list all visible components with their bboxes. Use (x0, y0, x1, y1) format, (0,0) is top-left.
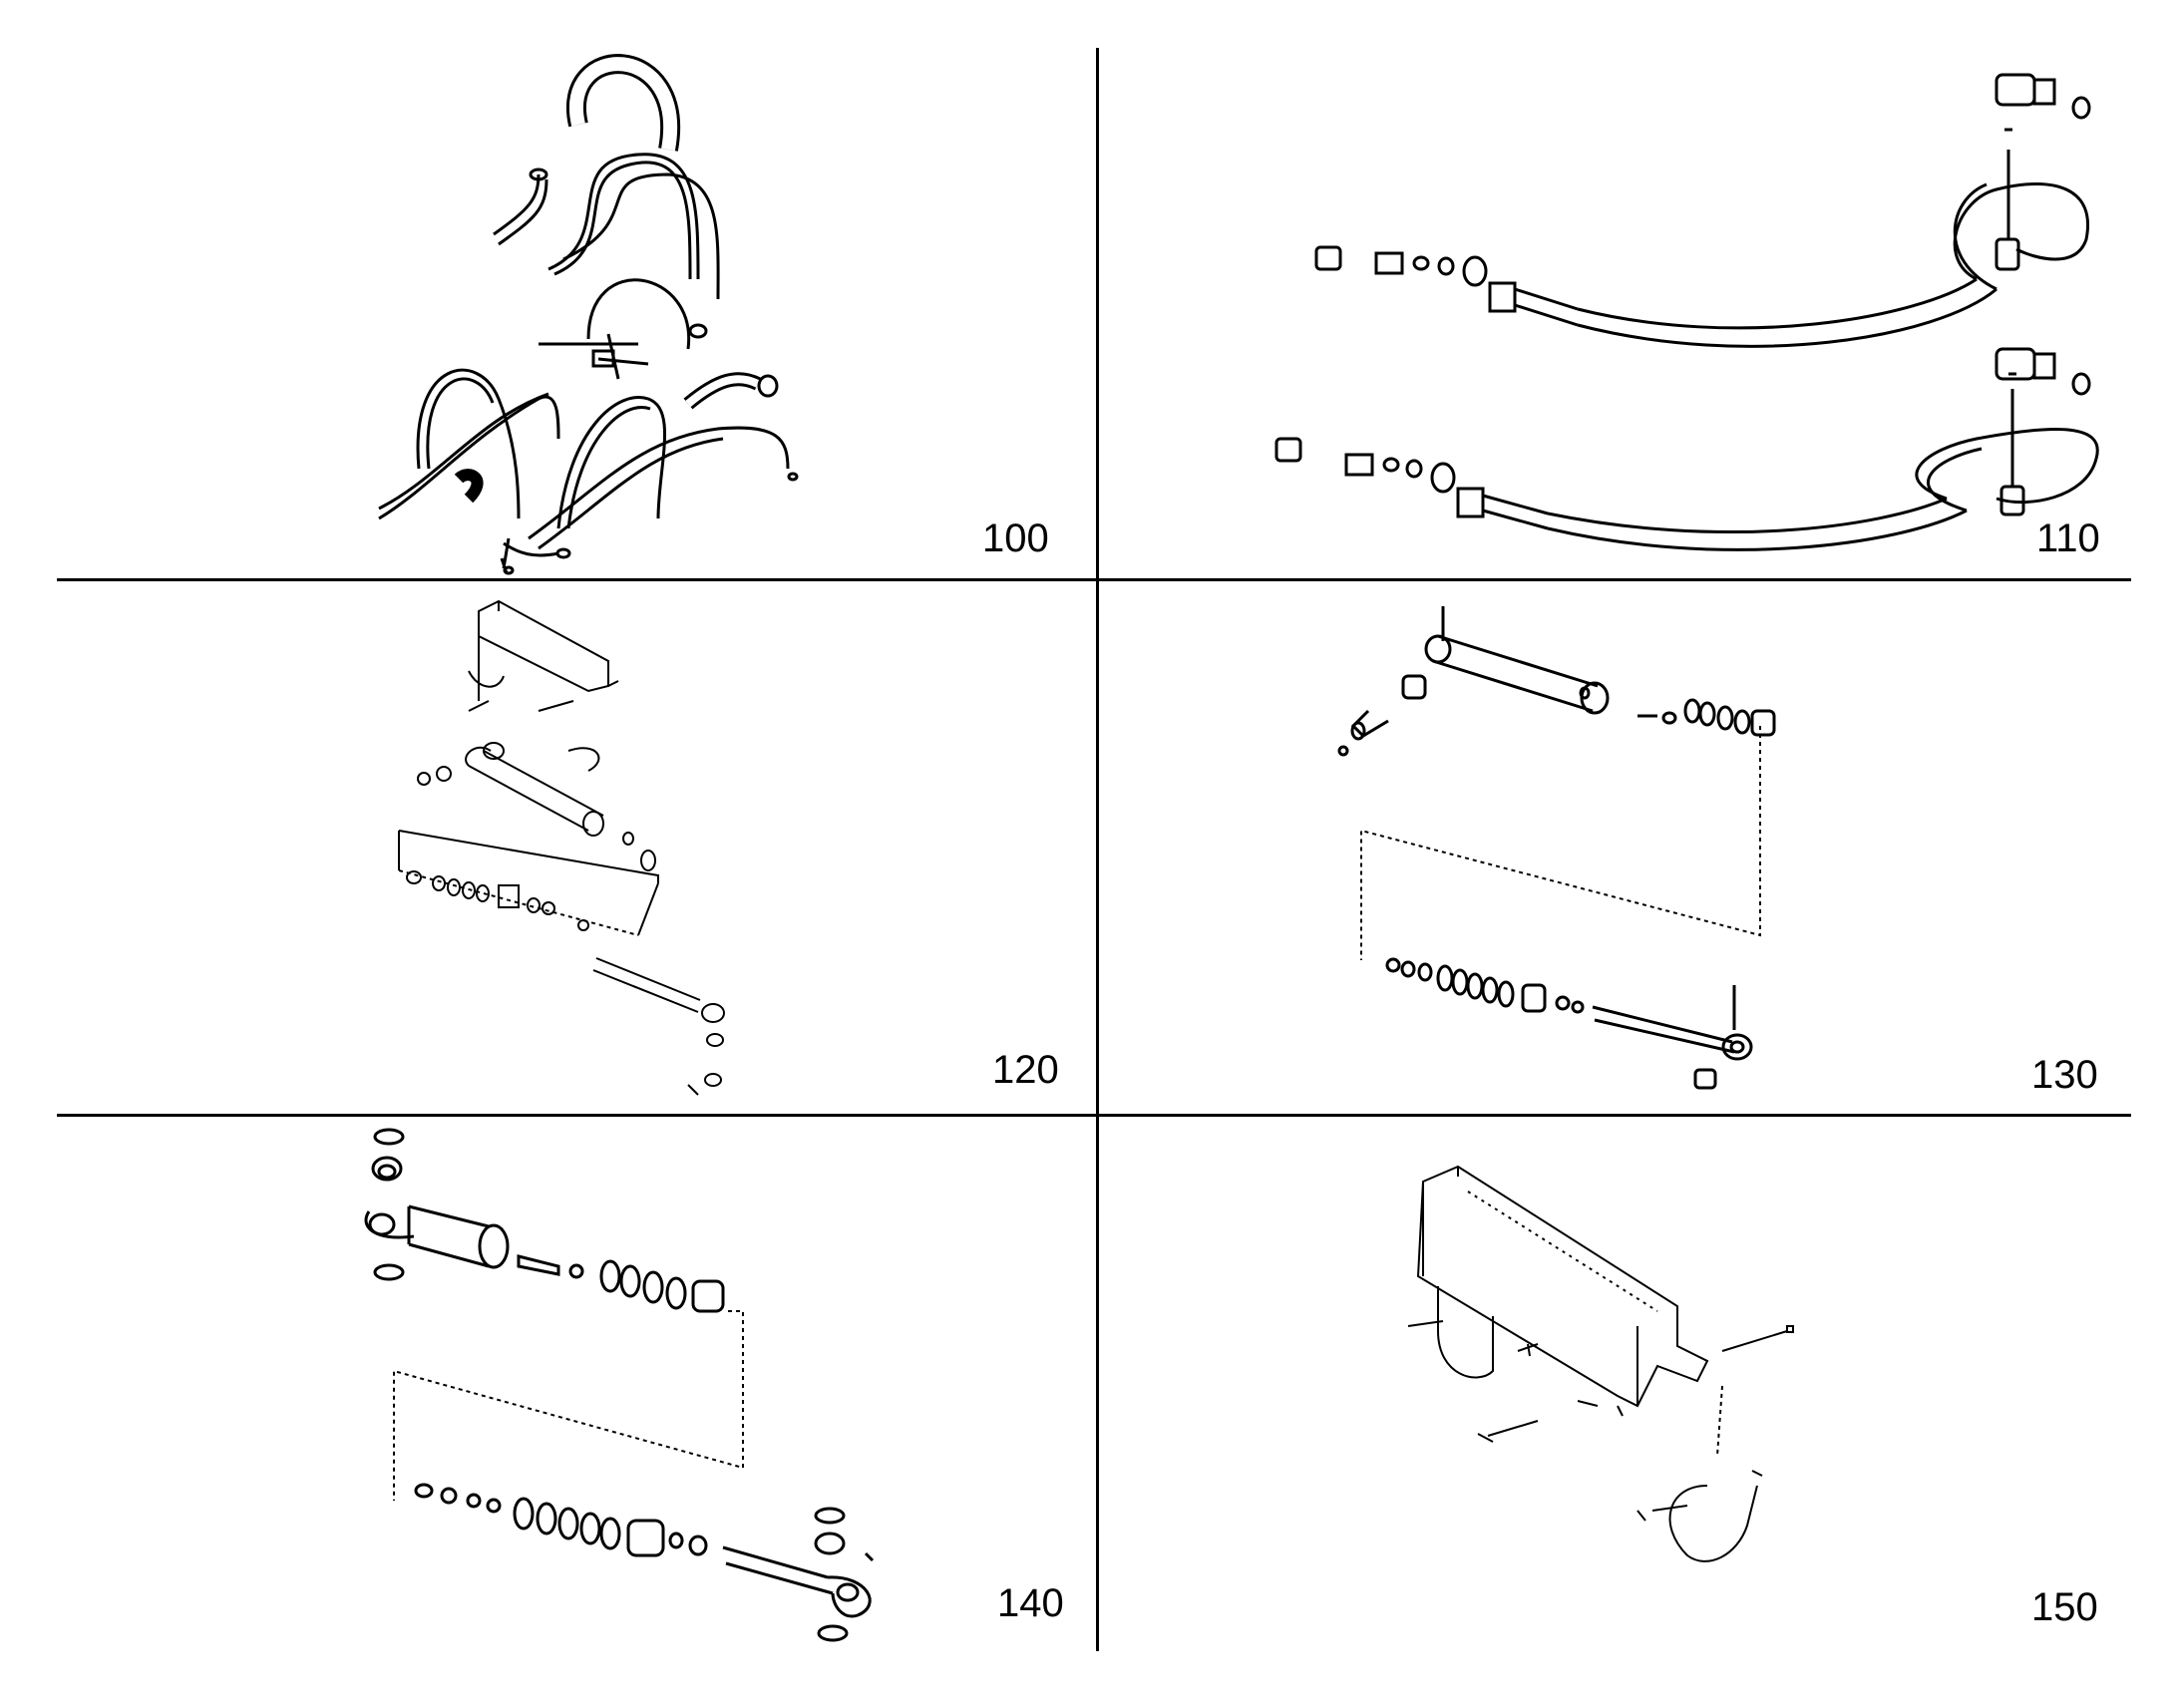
vertical-divider (1096, 48, 1099, 1651)
panel-130[interactable]: 130 (1099, 581, 2131, 1114)
hose-set-drawing (378, 54, 799, 575)
horizontal-divider-bottom (57, 1114, 2131, 1117)
hose-fittings-drawing (1274, 73, 2099, 551)
reference-number-120: 120 (992, 1048, 1059, 1092)
reference-number-140: 140 (997, 1581, 1064, 1625)
cylinder-rod-eye-drawing (364, 1128, 875, 1642)
cylinder-bracket-drawing (398, 599, 725, 1096)
reference-number-130: 130 (2031, 1053, 2098, 1097)
panel-150[interactable]: 150 (1099, 1117, 2131, 1675)
bracket-assembly-drawing (1407, 1165, 1794, 1562)
panel-110[interactable]: 110 (1099, 0, 2131, 578)
reference-number-110: 110 (2036, 516, 2100, 560)
cylinder-exploded-drawing (1337, 606, 1776, 1090)
horizontal-divider-top (57, 578, 2131, 581)
panel-100[interactable]: 100 (0, 0, 1096, 578)
reference-number-150: 150 (2031, 1585, 2098, 1629)
panel-140[interactable]: 140 (0, 1117, 1096, 1675)
reference-number-100: 100 (982, 516, 1049, 560)
panel-120[interactable]: 120 (0, 581, 1096, 1114)
